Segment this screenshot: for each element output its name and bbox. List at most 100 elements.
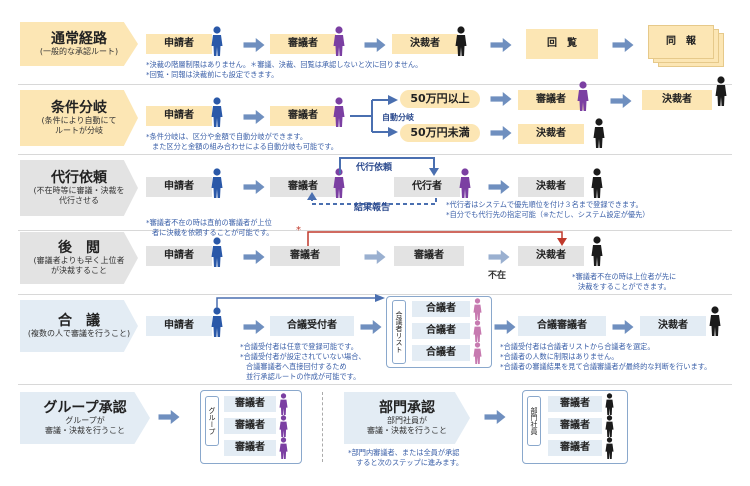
route-label-group: グループ承認 グループが 審議・決裁を行うこと bbox=[20, 392, 150, 444]
dept-member: 審議者 bbox=[548, 396, 602, 412]
right-arrow-icon bbox=[243, 320, 265, 334]
circulation-box: 回 覧 bbox=[526, 29, 598, 59]
council-list-label: 合議者リスト bbox=[392, 300, 406, 364]
applicant-person-icon bbox=[210, 26, 224, 56]
step-box: 代行者 bbox=[394, 177, 460, 197]
divider bbox=[322, 392, 324, 462]
applicant-person-icon bbox=[210, 168, 224, 198]
right-arrow-icon bbox=[490, 38, 512, 52]
route-subtitle: グループが 審議・決裁を行うこと bbox=[45, 416, 125, 435]
approver-person-icon bbox=[590, 168, 604, 198]
applicant-person-icon bbox=[210, 307, 224, 337]
note-line: *合議者の審議結果を見て合議審議者が最終的な判断を行います。 bbox=[500, 362, 712, 371]
council-list-frame bbox=[386, 296, 492, 368]
separator bbox=[18, 384, 732, 385]
step-box: 申請者 bbox=[146, 34, 212, 54]
note-line: *合議受付者は任意で登録可能です。 bbox=[240, 342, 358, 351]
condition-low: 50万円未満 bbox=[400, 124, 480, 142]
note-line: *部門内審議者、または全員が承認 bbox=[348, 448, 460, 457]
branch-connector bbox=[350, 95, 398, 137]
step-box: 申請者 bbox=[146, 246, 212, 266]
dept-frame bbox=[522, 390, 628, 464]
right-arrow-icon bbox=[364, 38, 386, 52]
dept-label: 部門社員 bbox=[527, 396, 541, 446]
reviewer-person-icon bbox=[332, 26, 346, 56]
right-arrow-icon bbox=[158, 410, 180, 424]
step-box: 決裁者 bbox=[640, 316, 706, 336]
council-member: 合議者 bbox=[412, 323, 470, 339]
route-title: グループ承認 bbox=[43, 400, 127, 416]
approver-person-icon bbox=[714, 76, 728, 106]
group-label: グループ bbox=[205, 396, 219, 446]
right-arrow-icon bbox=[490, 126, 512, 140]
route-title: 部門承認 bbox=[379, 400, 435, 416]
member-person-icon bbox=[604, 437, 615, 459]
right-arrow-icon bbox=[488, 180, 510, 194]
right-arrow-icon bbox=[243, 110, 265, 124]
note-line: 者に決裁を依頼することが可能です。 bbox=[152, 228, 274, 237]
note-line: *条件分岐は、区分や金額で自動分岐ができます。 bbox=[146, 132, 308, 141]
member-person-icon bbox=[278, 393, 289, 415]
note-line: *代行者はシステムで優先順位を付け３名まで登録できます。 bbox=[446, 200, 643, 209]
skip-arrow bbox=[307, 231, 567, 246]
route-subtitle: (不在時等に審議・決裁を 代行させる bbox=[33, 186, 125, 205]
route-subtitle: (一般的な承認ルート) bbox=[39, 47, 119, 56]
group-member: 審議者 bbox=[224, 440, 276, 456]
approver-person-icon bbox=[592, 118, 606, 148]
star-mark: * bbox=[296, 225, 301, 236]
approver-person-icon bbox=[708, 306, 722, 336]
member-person-icon bbox=[472, 298, 483, 320]
step-box: 合議審議者 bbox=[518, 316, 606, 336]
step-box: 申請者 bbox=[146, 177, 212, 197]
note-line: *回覧・同報は決裁前にも設定できます。 bbox=[146, 70, 279, 79]
separator bbox=[18, 230, 732, 231]
note-line: *自分でも代行先の指定可能（※ただし、システム設定が優先） bbox=[446, 210, 650, 219]
note-line: 決裁をすることができます。 bbox=[578, 282, 671, 291]
right-arrow-icon bbox=[243, 250, 265, 264]
reviewer-person-icon bbox=[332, 97, 346, 127]
route-label-dept: 部門承認 部門社員が 審議・決裁を行うこと bbox=[344, 392, 470, 444]
note-line: *合議受付者は合議者リストから合議者を選定。 bbox=[500, 342, 655, 351]
step-box: 申請者 bbox=[146, 106, 212, 126]
right-arrow-icon bbox=[490, 92, 512, 106]
council-member: 合議者 bbox=[412, 301, 470, 317]
proxy-connector bbox=[307, 157, 439, 205]
member-person-icon bbox=[604, 393, 615, 415]
step-box: 決裁者 bbox=[518, 177, 584, 197]
route-label-normal: 通常経路 (一般的な承認ルート) bbox=[20, 22, 138, 66]
route-subtitle: (審議者よりも早く上位者 が決裁すること bbox=[33, 256, 125, 275]
member-person-icon bbox=[278, 437, 289, 459]
step-box: 決裁者 bbox=[392, 34, 458, 54]
note-line: また区分と金額の組み合わせによる自動分岐も可能です。 bbox=[152, 142, 338, 151]
group-member: 審議者 bbox=[224, 418, 276, 434]
note-line: *審議者不在の時は上位者が先に bbox=[572, 272, 677, 281]
applicant-person-icon bbox=[210, 97, 224, 127]
council-member: 合議者 bbox=[412, 345, 470, 361]
proxy-person-icon bbox=[458, 168, 472, 198]
applicant-person-icon bbox=[210, 237, 224, 267]
step-box: 審議者 bbox=[270, 34, 336, 54]
step-box: 決裁者 bbox=[642, 90, 712, 110]
condition-high: 50万円以上 bbox=[400, 90, 480, 108]
broadcast-box: 同 報 bbox=[648, 25, 714, 59]
dept-member: 審議者 bbox=[548, 418, 602, 434]
parallel-connector bbox=[216, 294, 385, 308]
approver-person-icon bbox=[454, 26, 468, 56]
route-subtitle: 部門社員が 審議・決裁を行うこと bbox=[367, 416, 447, 435]
approver-person-icon bbox=[590, 236, 604, 266]
route-label-branch: 条件分岐 (条件により自動にて ルートが分岐 bbox=[20, 90, 138, 146]
route-subtitle: (複数の人で審議を行うこと) bbox=[27, 329, 131, 338]
note-line: *合議者の人数に制限はありません。 bbox=[500, 352, 619, 361]
right-arrow-icon bbox=[612, 320, 634, 334]
right-arrow-icon bbox=[610, 94, 632, 108]
step-box: 決裁者 bbox=[518, 124, 584, 144]
absent-label: 不在 bbox=[488, 271, 507, 281]
right-arrow-icon bbox=[360, 320, 382, 334]
member-person-icon bbox=[472, 342, 483, 364]
step-box: 審議者 bbox=[518, 90, 584, 110]
separator bbox=[18, 84, 732, 85]
step-box: 審議者 bbox=[270, 106, 336, 126]
right-arrow-icon bbox=[612, 38, 634, 52]
step-box: 申請者 bbox=[146, 316, 212, 336]
route-title: 条件分岐 bbox=[51, 100, 107, 116]
